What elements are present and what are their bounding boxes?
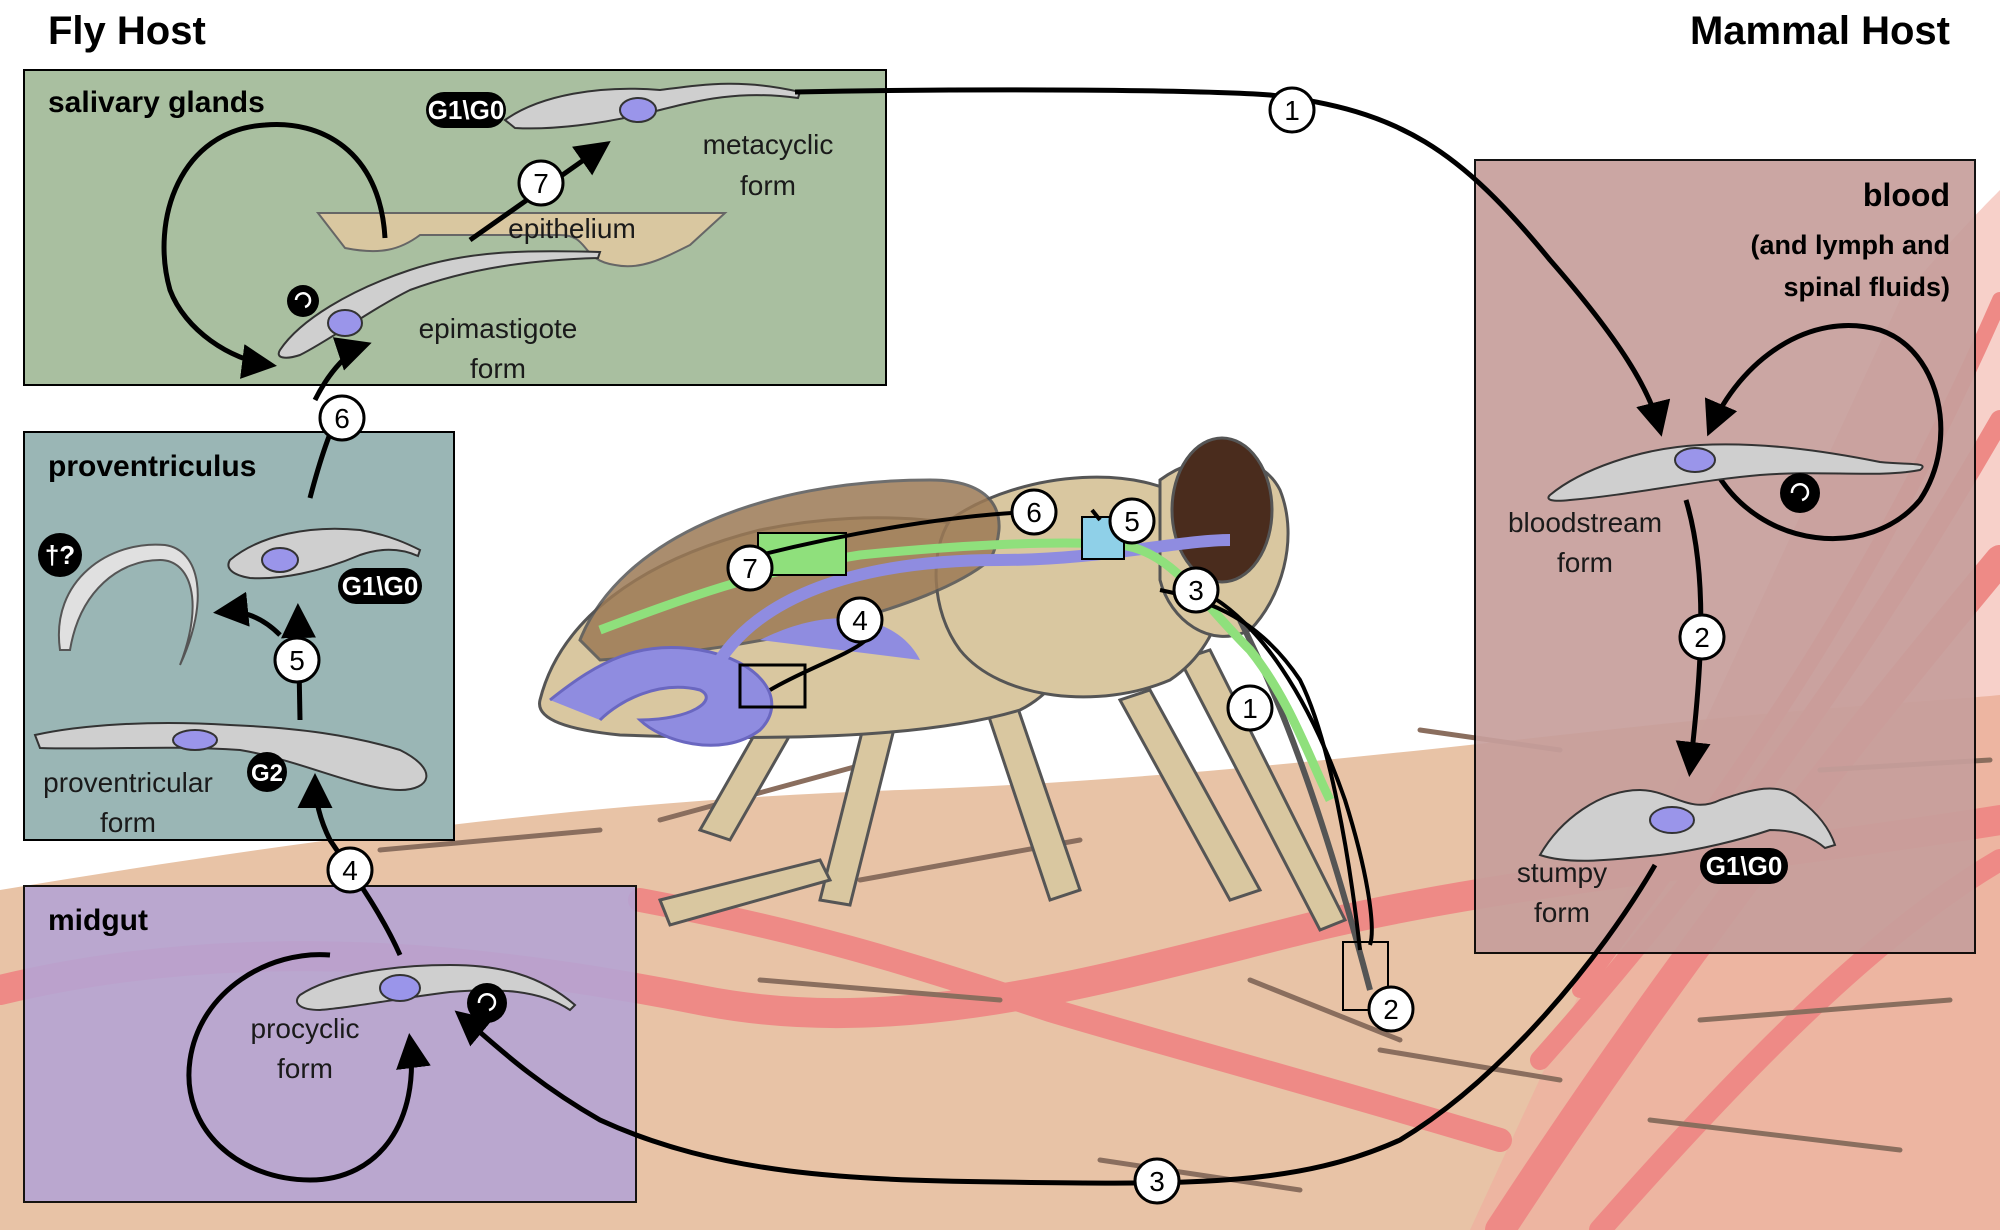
stumpy-label-2: form <box>1534 897 1590 928</box>
svg-text:2: 2 <box>1383 994 1399 1025</box>
svg-text:1: 1 <box>1242 693 1258 724</box>
svg-text:3: 3 <box>1188 575 1204 606</box>
bloodstream-label-1: bloodstream <box>1508 507 1662 538</box>
epimastigote-label-1: epimastigote <box>419 313 578 344</box>
step-2-marker-fly: 2 <box>1367 985 1415 1033</box>
proventricular-label-1: proventricular <box>43 767 213 798</box>
step-3-marker-bottom: 3 <box>1133 1157 1181 1205</box>
step-5-marker-box: 5 <box>273 636 321 684</box>
step-1-marker-top: 1 <box>1268 86 1316 134</box>
svg-text:7: 7 <box>742 553 758 584</box>
step-1-marker-fly: 1 <box>1226 684 1274 732</box>
proventricular-label-2: form <box>100 807 156 838</box>
metacyclic-label-1: metacyclic <box>703 129 834 160</box>
proventricular-cell-cycle: G2 <box>251 760 283 787</box>
step-2-marker-blood: 2 <box>1678 613 1726 661</box>
step-5-marker-fly: 5 <box>1108 497 1156 545</box>
svg-text:3: 3 <box>1149 1166 1165 1197</box>
step-7-marker-salivary: 7 <box>517 159 565 207</box>
svg-text:7: 7 <box>533 168 549 199</box>
step-7-marker-fly: 7 <box>726 544 774 592</box>
blood-subtitle-2: spinal fluids) <box>1783 272 1950 302</box>
epithelium-label: epithelium <box>508 213 636 244</box>
blood-title: blood <box>1863 177 1950 213</box>
step-3-marker-fly: 3 <box>1172 566 1220 614</box>
svg-text:5: 5 <box>1124 506 1140 537</box>
metacyclic-label-2: form <box>740 170 796 201</box>
midgut-box <box>23 773 637 1203</box>
procyclic-label-2: form <box>277 1053 333 1084</box>
step-6-marker-box: 6 <box>318 394 366 442</box>
blood-box <box>1474 159 1976 954</box>
svg-text:6: 6 <box>1026 497 1042 528</box>
short-epi-cell-cycle: G1\G0 <box>342 571 419 601</box>
proventriculus-title: proventriculus <box>48 450 256 483</box>
svg-text:1: 1 <box>1284 95 1300 126</box>
step-4-marker-box: 4 <box>326 846 374 894</box>
tsetse-fly <box>538 436 1389 1011</box>
metacyclic-cell-cycle: G1\G0 <box>428 95 505 125</box>
svg-text:6: 6 <box>334 403 350 434</box>
step-6-marker-fly: 6 <box>1010 488 1058 536</box>
svg-text:4: 4 <box>852 605 868 636</box>
proventriculus-box <box>23 431 455 841</box>
step-markers: 1 7 6 5 4 2 3 6 5 7 3 4 1 2 <box>273 86 1726 1205</box>
svg-text:5: 5 <box>289 645 305 676</box>
salivary-glands-box <box>23 69 887 386</box>
epimastigote-label-2: form <box>470 353 526 384</box>
svg-text:2: 2 <box>1694 622 1710 653</box>
stumpy-label-1: stumpy <box>1517 857 1607 888</box>
fly-host-title: Fly Host <box>48 9 206 53</box>
bloodstream-label-2: form <box>1557 547 1613 578</box>
mammal-host-title: Mammal Host <box>1690 9 1950 53</box>
stumpy-cell-cycle: G1\G0 <box>1706 851 1783 881</box>
procyclic-label-1: procyclic <box>251 1013 360 1044</box>
salivary-glands-title: salivary glands <box>48 86 265 119</box>
svg-text:4: 4 <box>342 855 358 886</box>
midgut-title: midgut <box>48 904 148 937</box>
dead-marker: †? <box>45 540 75 570</box>
blood-subtitle-1: (and lymph and <box>1750 230 1950 260</box>
skin-hairs <box>377 727 1993 1193</box>
step-4-marker-fly: 4 <box>836 596 884 644</box>
